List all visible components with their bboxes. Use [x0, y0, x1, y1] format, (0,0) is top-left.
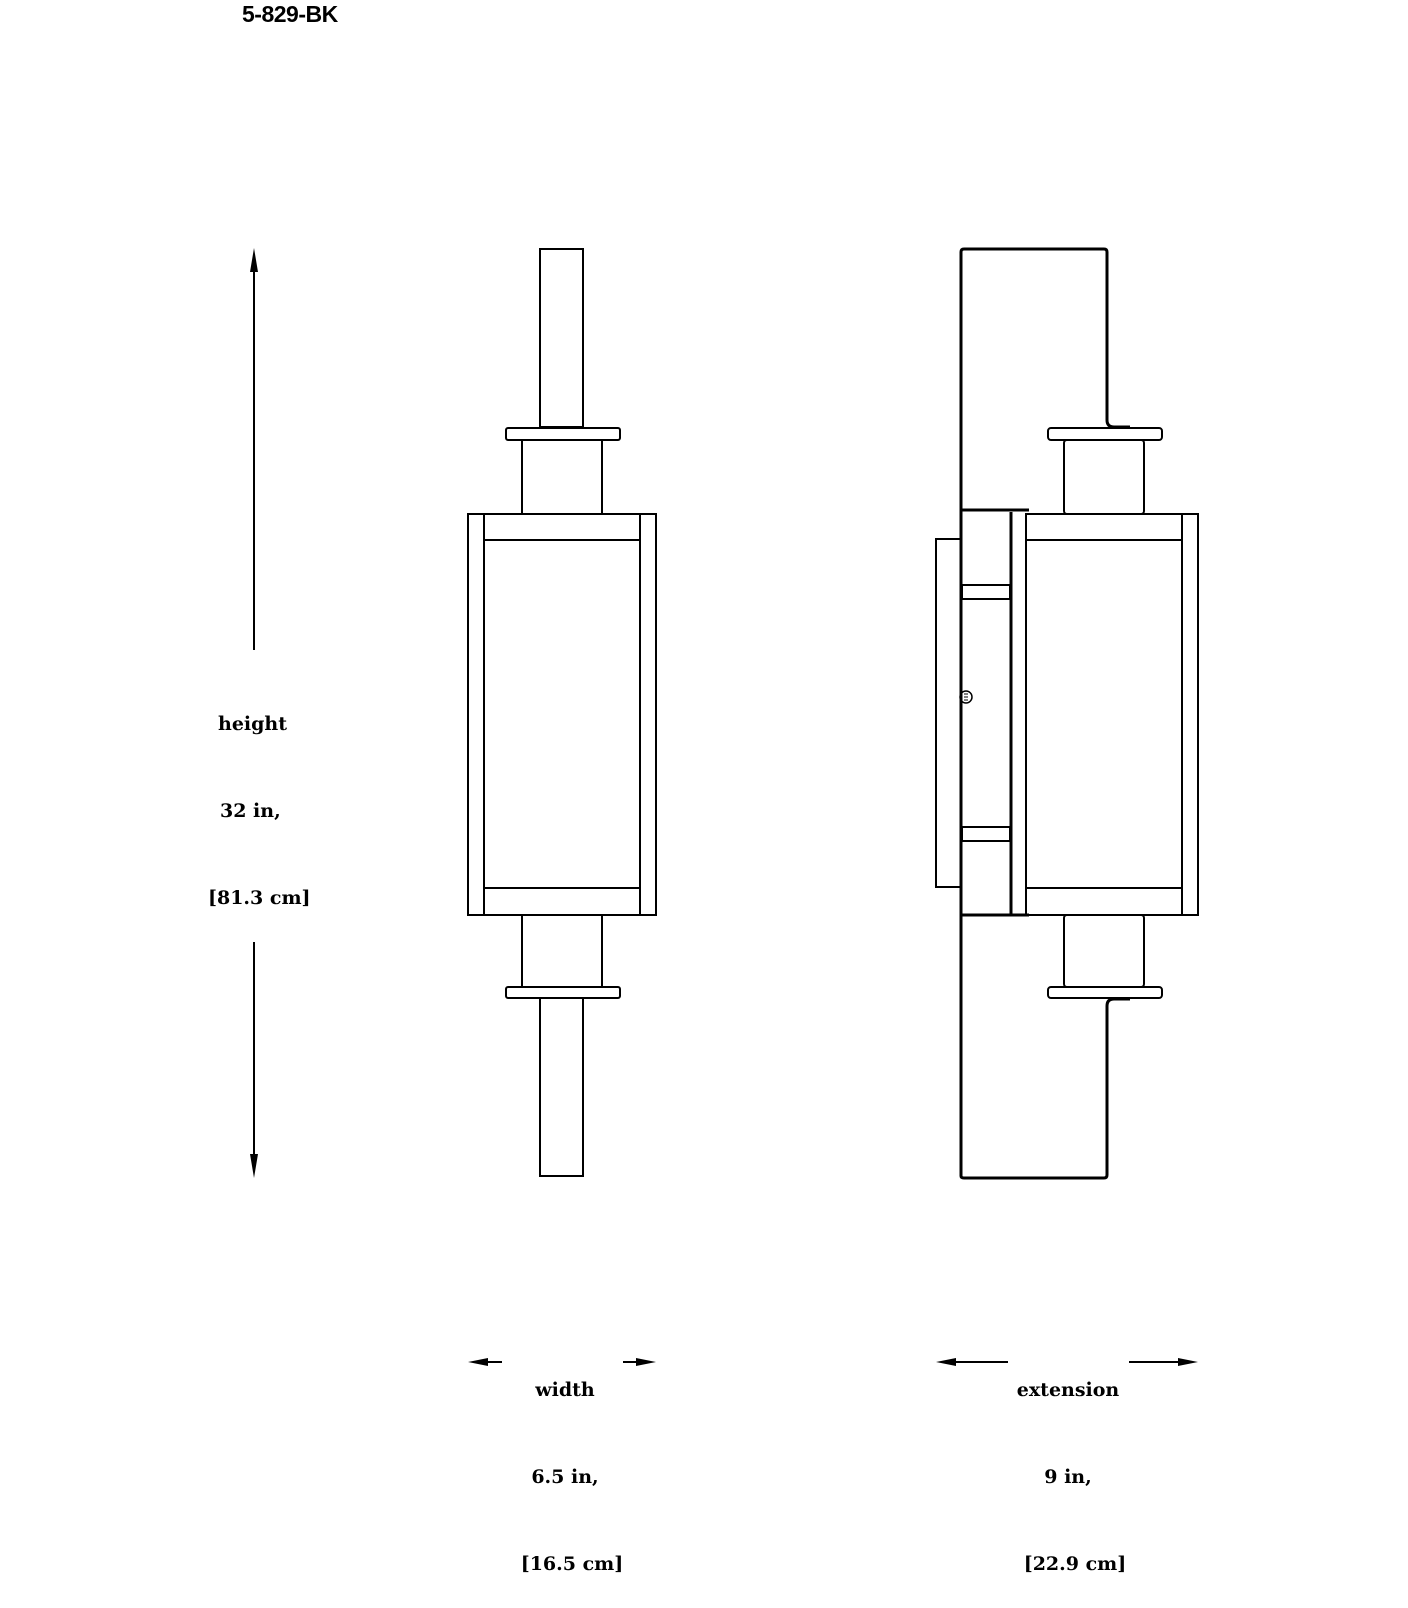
extension-dimension-label: extension 9 in, [22.9 cm] — [1005, 1318, 1131, 1608]
height-label: height — [218, 713, 287, 735]
extension-metric: [22.9 cm] — [1023, 1553, 1127, 1575]
screw-icon — [959, 690, 973, 704]
width-imperial: 6.5 in, — [531, 1466, 599, 1488]
arrow-right-icon — [1178, 1358, 1198, 1366]
extension-imperial: 9 in, — [1044, 1466, 1092, 1488]
width-dimension-line — [468, 1358, 656, 1366]
technical-drawing — [250, 247, 1199, 1366]
arrow-down-icon — [250, 1154, 258, 1178]
arrow-right-icon — [636, 1358, 656, 1366]
extension-label: extension — [1016, 1379, 1120, 1401]
side-view — [935, 247, 1199, 1180]
height-dimension-label: height 32 in, [81.3 cm] — [208, 652, 324, 942]
arrow-left-icon — [468, 1358, 488, 1366]
arrow-left-icon — [936, 1358, 956, 1366]
front-view — [467, 248, 657, 1177]
extension-dimension-line — [936, 1358, 1198, 1366]
arrow-up-icon — [250, 248, 258, 272]
width-metric: [16.5 cm] — [520, 1553, 624, 1575]
height-metric: [81.3 cm] — [208, 887, 311, 909]
model-number: 5-829-BK — [242, 1, 338, 27]
width-label: width — [535, 1379, 595, 1401]
width-dimension-label: width 6.5 in, [16.5 cm] — [505, 1318, 625, 1608]
height-imperial: 32 in, — [220, 800, 281, 822]
